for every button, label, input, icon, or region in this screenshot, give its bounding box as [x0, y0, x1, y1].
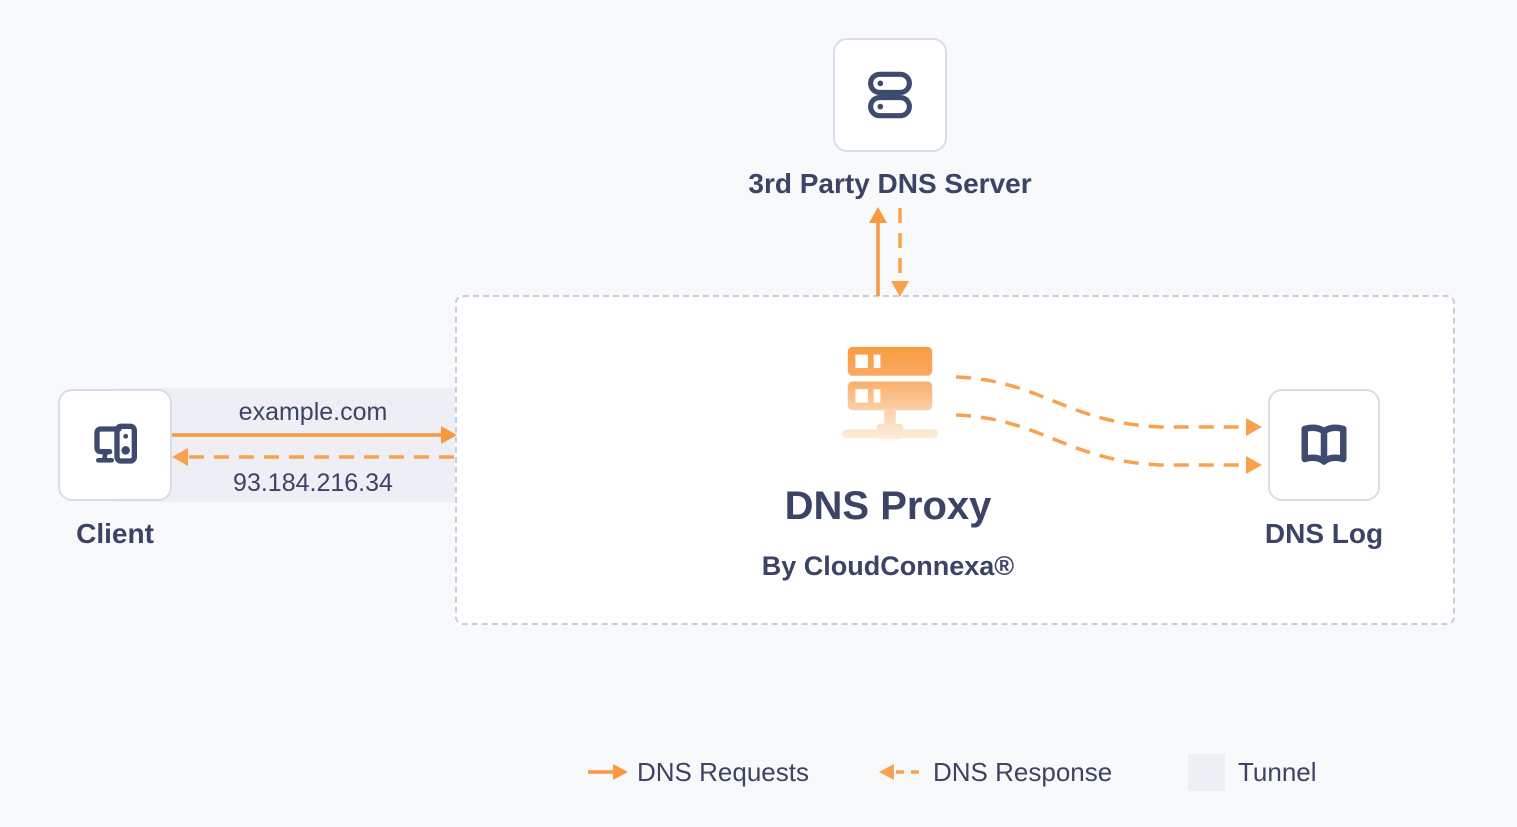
- legend-dns-response-label: DNS Response: [933, 757, 1113, 787]
- dns-request-domain-label: example.com: [238, 398, 388, 426]
- dns-response-ip-label: 93.184.216.34: [233, 469, 393, 497]
- dns-server-label: 3rd Party DNS Server: [748, 168, 1032, 199]
- client-node: [58, 389, 172, 501]
- dns-log-label: DNS Log: [1264, 518, 1384, 549]
- dns-proxy-subtitle: By CloudConnexa®: [761, 551, 1015, 581]
- server-icon: [868, 71, 912, 119]
- server-stack-icon: [842, 346, 938, 440]
- client-label: Client: [76, 518, 154, 549]
- legend-dns-requests-label: DNS Requests: [637, 757, 809, 787]
- workstation-icon: [94, 423, 137, 464]
- legend-tunnel-swatch-icon: [1188, 754, 1225, 791]
- dns-log-node: [1268, 389, 1380, 501]
- dns-proxy-title: DNS Proxy: [784, 484, 992, 528]
- legend-tunnel-label: Tunnel: [1238, 757, 1317, 787]
- dns-server-node: [833, 38, 947, 152]
- dns-response-arrow-server-to-proxy: [891, 208, 909, 297]
- legend-solid-arrow-icon: [588, 764, 628, 780]
- dns-request-arrow-proxy-to-server: [869, 207, 887, 296]
- open-book-icon: [1301, 424, 1347, 465]
- legend-dashed-arrow-icon: [879, 764, 924, 780]
